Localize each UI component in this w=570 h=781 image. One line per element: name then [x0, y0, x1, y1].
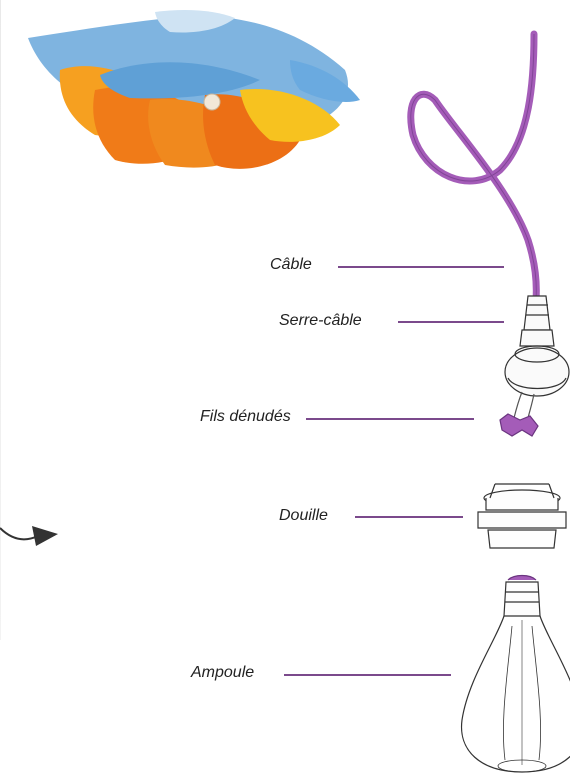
label-douille: Douille [279, 507, 328, 525]
label-serre-cable: Serre-câble [279, 312, 362, 330]
leader-line-fils [306, 418, 474, 420]
leader-line-serre-cable [398, 321, 504, 323]
leader-line-douille [355, 516, 463, 518]
socket-icon [478, 484, 566, 548]
stripped-wires-icon [500, 392, 538, 436]
cord-grip-icon [505, 296, 569, 396]
leader-line-ampoule [284, 674, 451, 676]
arrow-icon [0, 526, 58, 546]
label-ampoule: Ampoule [191, 664, 254, 682]
label-cable: Câble [270, 256, 312, 274]
label-fils-denudes: Fils dénudés [200, 408, 291, 426]
bulb-icon [462, 576, 570, 773]
flower-lampshade-icon [28, 10, 360, 169]
cable-icon [411, 34, 537, 300]
leader-line-cable [338, 266, 504, 268]
